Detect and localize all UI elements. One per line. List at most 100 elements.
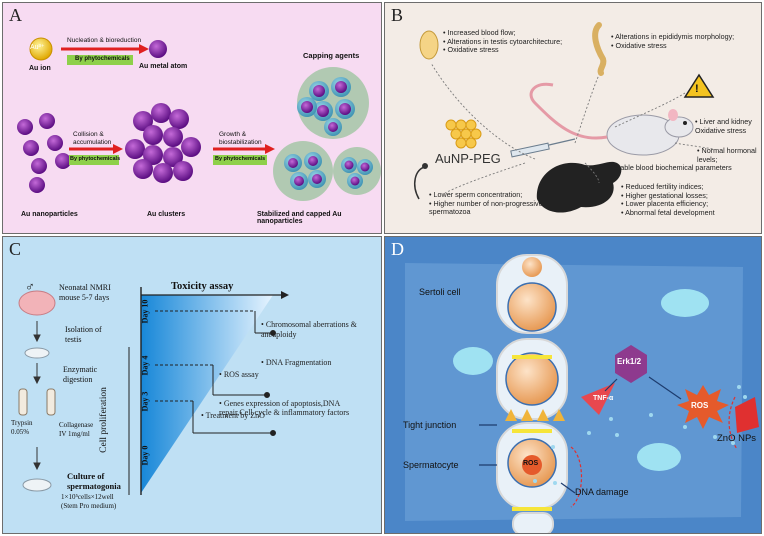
au-metal-atom <box>149 40 167 58</box>
stabilized-label: Stabilized and capped Au nanoparticles <box>257 211 342 225</box>
sperm-icon <box>413 166 426 200</box>
flow-arrows <box>33 321 41 471</box>
growth-label: Growth & biostabilization <box>219 131 262 146</box>
toxicity-title: Toxicity assay <box>171 281 234 292</box>
fertility-effect-0: Reduced fertility indices; <box>621 182 715 192</box>
rat-tail <box>529 82 608 140</box>
aunp-peg-particles <box>445 119 482 149</box>
hormonal-effect-0: Normal hormonal levels; <box>609 146 761 164</box>
testis-effect-2: Oxidative stress <box>443 46 562 55</box>
au-clusters-group <box>125 103 201 183</box>
epididymis-effect-1: Oxidative stress <box>611 41 734 51</box>
epididymis-effect-0: Alterations in epididymis morphology; <box>611 32 734 42</box>
tnf-triangle <box>581 383 615 415</box>
panel-c-graphics <box>18 287 289 495</box>
au-nanoparticles-label: Au nanoparticles <box>21 211 78 218</box>
sperm-effects: Lower sperm concentration; Higher number… <box>429 190 549 217</box>
collagenase-label: Collagenase IV 1mg/ml <box>59 421 94 438</box>
panel-c: C <box>2 236 382 534</box>
collagenase-tube <box>46 388 56 416</box>
zno-entry <box>735 397 759 433</box>
trypsin-label: Trypsin 0.05% <box>11 419 33 436</box>
day-10-label: Day 10 <box>140 299 150 324</box>
hormonal-effects: Normal hormonal levels; Stable blood bio… <box>609 146 761 173</box>
tnf-label: TNF-α <box>593 395 614 402</box>
panel-a: A <box>2 2 382 234</box>
phyto-label-3: By phytochemicals <box>215 156 266 162</box>
effect-arrows <box>430 62 714 194</box>
tight-junction-markers <box>505 409 565 421</box>
fertility-effect-3: Abnormal fetal development <box>621 208 715 218</box>
mouse-label: Neonatal NMRI mouse 5-7 days <box>59 283 111 302</box>
panel-a-graphics <box>17 37 381 201</box>
fertility-effects: Reduced fertility indices; Higher gestat… <box>621 182 715 218</box>
phyto-label-1: By phytochemicals <box>75 56 130 62</box>
collision-label: Collision & accumulation <box>73 131 112 146</box>
aunp-peg-label: AuNP-PEG <box>435 151 501 166</box>
panel-d: D <box>384 236 762 534</box>
au-ion-label: Au ion <box>29 65 51 72</box>
panel-d-graphics <box>405 254 759 533</box>
day10-item-0: Chromosomal aberrations & aneuploidy <box>261 320 357 339</box>
capped-cluster-left <box>273 141 333 201</box>
ros-spot <box>522 455 542 475</box>
pregnant-rat-icon <box>536 161 622 213</box>
culture-detail-label: 1×10⁵cells×12well (Stem Pro medium) <box>61 493 117 510</box>
male-symbol: ♂ <box>25 279 35 294</box>
digestion-label: Enzymatic digestion <box>63 365 98 384</box>
vesicle-3 <box>637 443 681 471</box>
warning-icon <box>683 73 715 98</box>
ros-small-label: ROS <box>523 460 539 467</box>
zno-particles <box>533 385 747 485</box>
panel-b-graphics <box>413 22 715 213</box>
ros-label: ROS <box>691 401 709 410</box>
day-connectors <box>155 310 276 436</box>
phyto-box-1 <box>67 55 133 65</box>
phyto-box-2 <box>69 155 119 165</box>
au-metal-atom-label: Au metal atom <box>139 63 188 70</box>
au-clusters-label: Au clusters <box>147 211 186 218</box>
day4-item-0: ROS assay <box>219 370 349 380</box>
dna-damage-label: DNA damage <box>575 487 629 497</box>
trypsin-tube <box>18 388 28 416</box>
hormonal-effect-1: Stable blood biochemical parameters <box>609 164 761 173</box>
day3-items: Treatment by ZnO <box>201 411 265 421</box>
day4-items: ROS assay Genes expression of apoptosis,… <box>219 351 349 437</box>
fertility-effect-2: Lower placenta efficiency; <box>621 200 715 209</box>
sperm-effect-0: Lower sperm concentration; <box>429 190 549 200</box>
phyto-label-2: By phytochemicals <box>70 156 121 162</box>
panel-a-label: A <box>9 5 22 25</box>
sertoli-label: Sertoli cell <box>419 287 461 297</box>
testis-effect-0: Increased blood flow; <box>443 28 562 38</box>
vesicle-2 <box>661 289 709 317</box>
panel-d-label: D <box>391 239 404 259</box>
testis-effects: Increased blood flow; Alterations in tes… <box>443 28 562 55</box>
nucleation-label: Nucleation & bioreduction <box>67 37 142 44</box>
day10-items: Chromosomal aberrations & aneuploidy DNA… <box>261 301 357 387</box>
erk-hexagon <box>615 345 647 383</box>
epididymis-effects: Alterations in epididymis morphology; Ox… <box>611 32 734 51</box>
day-4-label: Day 4 <box>140 355 150 376</box>
petri-dish-icon <box>24 347 50 359</box>
epididymis-icon <box>592 22 607 76</box>
tight-junction-label: Tight junction <box>403 420 457 430</box>
erk-label: Erk1/2 <box>617 357 642 366</box>
sperm-effect-1: Higher number of non-progressive spermat… <box>429 199 549 217</box>
testis-icon <box>419 30 439 60</box>
day10-item-1: DNA Fragmentation <box>261 358 357 368</box>
panel-c-label: C <box>9 239 22 259</box>
au-nanoparticles-group <box>17 113 71 193</box>
cell-proliferation-label: Cell proliferation <box>98 387 109 453</box>
liver-kidney-text: Liver and kidney Oxidative stress <box>695 117 752 135</box>
fertility-effect-1: Higher gestational losses; <box>621 191 715 201</box>
isolation-label: Isolation of testis <box>65 325 102 344</box>
pathway-arrows <box>479 376 682 494</box>
capped-cluster-right <box>333 147 381 195</box>
panel-b-label: B <box>391 5 404 25</box>
proliferation-triangle <box>141 295 273 493</box>
ros-starburst <box>677 385 729 429</box>
day3-item-0: Treatment by ZnO <box>201 411 265 421</box>
au-ion-symbol: Au³⁺ <box>30 44 45 51</box>
capped-cluster-top <box>297 67 369 139</box>
phyto-box-3 <box>213 155 267 165</box>
